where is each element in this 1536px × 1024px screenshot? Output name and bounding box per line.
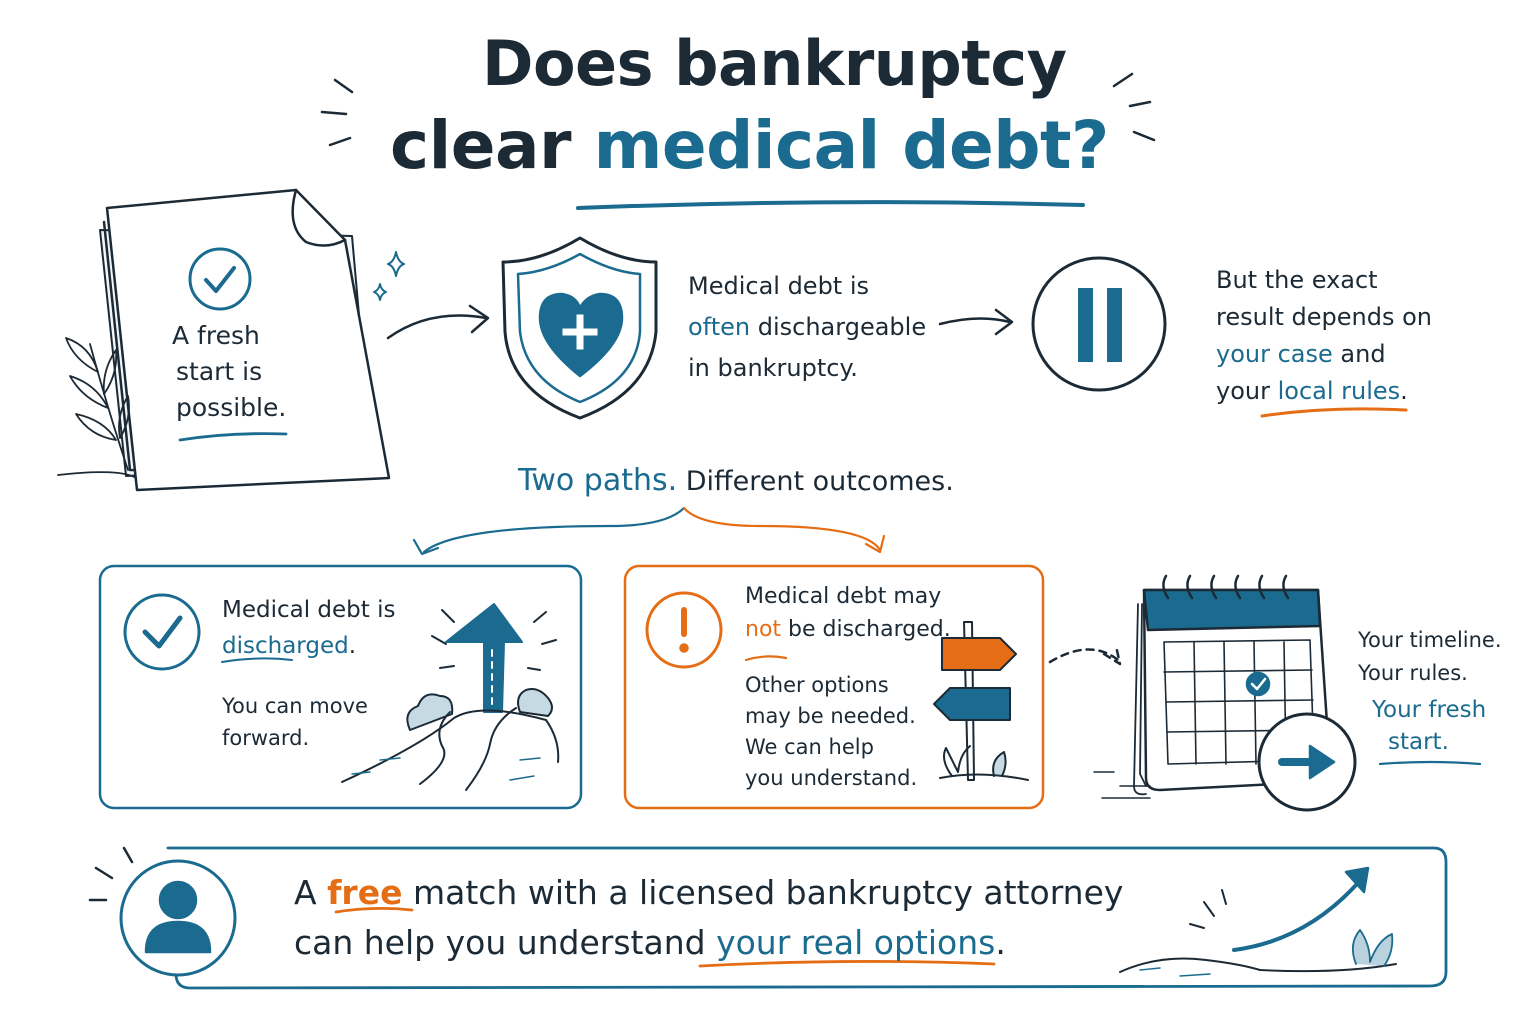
free-underline: [334, 907, 414, 914]
title-highlight: medical debt?: [593, 107, 1110, 184]
paths-heading-rest: Different outcomes.: [677, 466, 954, 497]
fresh-start-underline: [1378, 760, 1482, 766]
paper-text-line: start is: [176, 357, 263, 386]
not-discharged-text-line-2-rest: be discharged.: [781, 617, 951, 642]
paper-text: A fresh start is possible.: [172, 318, 286, 426]
pause-text-line-4-prefix: your: [1216, 377, 1278, 405]
often-highlight: often: [688, 313, 751, 341]
shield-text-line-2: often dischargeable: [688, 307, 926, 348]
check-circle-icon: [188, 247, 252, 311]
cta-line-2: can help you understand your real option…: [294, 918, 1006, 968]
paper-text-line: A fresh: [172, 321, 260, 350]
discharged-text-line-2: discharged.: [222, 628, 395, 664]
title-accent-marks-right: [1112, 72, 1156, 142]
cta-line-1-prefix: A: [294, 873, 328, 912]
not-discharged-subtext: Other options may be needed. We can help…: [745, 670, 917, 794]
discharged-subtext-line-1: You can move: [222, 694, 368, 718]
discharged-underline: [221, 657, 293, 663]
signpost-icon: [933, 621, 1029, 781]
fresh-start-line-1: Your fresh: [1372, 697, 1487, 723]
local-rules-underline: [1260, 407, 1408, 418]
not-discharged-subtext-line: you understand.: [745, 766, 918, 790]
real-options-highlight: your real options: [716, 923, 996, 962]
up-arrow-road-icon: [341, 603, 560, 791]
discharged-text-line-2-post: .: [348, 633, 357, 659]
dashed-arrow: [1048, 644, 1122, 666]
pause-text-line-3-rest: and: [1332, 340, 1386, 368]
not-discharged-text-line-2: not be discharged.: [745, 613, 951, 646]
not-discharged-subtext-line: may be needed.: [745, 704, 916, 728]
arrow-right-circle-icon: [1257, 712, 1357, 812]
not-highlight: not: [745, 617, 782, 642]
pause-text-line-4: your local rules.: [1216, 373, 1432, 410]
two-paths-highlight: Two paths.: [518, 463, 678, 498]
title-line-2: clear medical debt?: [390, 108, 1109, 184]
shield-heart-icon: [501, 236, 658, 420]
shield-text-line-1: Medical debt is: [688, 272, 870, 300]
cta-line-2-post: .: [995, 923, 1006, 962]
cta-line-1: A free match with a licensed bankruptcy …: [294, 868, 1123, 918]
cta-line-2-prefix: can help you understand: [294, 923, 717, 962]
leaf-icon: [65, 337, 130, 471]
cta-box: [166, 846, 1448, 990]
title-line-1: Does bankruptcy: [482, 27, 1067, 100]
timeline-text: Your timeline. Your rules.: [1358, 624, 1502, 690]
local-rules-highlight: local rules: [1277, 377, 1401, 405]
fresh-start-line-2: start.: [1388, 729, 1449, 755]
real-options-underline: [698, 960, 996, 968]
discharged-text-line-1: Medical debt is: [222, 597, 396, 623]
your-case-highlight: your case: [1216, 340, 1333, 368]
paper-text-line: possible.: [176, 393, 287, 422]
flow-arrow-1: [386, 304, 490, 340]
cta-line-1-rest: match with a licensed bankruptcy attorne…: [402, 873, 1124, 912]
pause-text-line-4-post: .: [1400, 377, 1408, 405]
cta-accent-marks: [88, 846, 134, 902]
shield-text: Medical debt is often dischargeable in b…: [688, 266, 926, 389]
pause-text-line-1: But the exact: [1216, 266, 1378, 294]
discharged-text: Medical debt is discharged.: [222, 592, 395, 664]
not-discharged-text: Medical debt may not be discharged.: [745, 580, 951, 646]
fresh-start-text: Your fresh start.: [1372, 694, 1486, 758]
not-discharged-subtext-line: Other options: [745, 673, 889, 697]
user-icon: [119, 859, 237, 977]
timeline-text-line-1: Your timeline.: [1358, 628, 1502, 652]
rising-arrow-icon: [1119, 866, 1397, 977]
shield-text-line-2-rest: dischargeable: [750, 313, 927, 341]
shield-text-line-3: in bankruptcy.: [688, 354, 858, 382]
not-discharged-text-line-1: Medical debt may: [745, 584, 942, 609]
title-line-2-prefix: clear: [390, 107, 594, 184]
discharged-subtext: You can move forward.: [222, 690, 368, 754]
pause-text: But the exact result depends on your cas…: [1216, 262, 1432, 410]
not-underline: [744, 655, 788, 662]
branch-arrows: [412, 506, 886, 556]
not-discharged-box: [623, 564, 1045, 810]
paper-text-underline: [178, 432, 288, 442]
paths-heading: Two paths. Different outcomes.: [518, 462, 954, 501]
title-underline: [576, 200, 1085, 210]
discharged-check-icon: [123, 593, 201, 671]
pause-icon: [1031, 256, 1167, 392]
timeline-text-line-2: Your rules.: [1358, 661, 1468, 685]
paper-icon: [57, 188, 391, 492]
flow-arrow-2: [938, 308, 1014, 336]
alert-circle-icon: [645, 591, 723, 669]
free-highlight: free: [327, 873, 403, 912]
discharged-subtext-line-2: forward.: [222, 726, 310, 750]
discharged-highlight: discharged: [222, 633, 349, 659]
sparkle-icon: [373, 251, 405, 301]
discharged-box: [98, 564, 583, 810]
title-accent-marks-left: [320, 78, 354, 147]
not-discharged-subtext-line: We can help: [745, 735, 874, 759]
pause-text-line-3: your case and: [1216, 336, 1432, 373]
pause-text-line-2: result depends on: [1216, 303, 1432, 331]
